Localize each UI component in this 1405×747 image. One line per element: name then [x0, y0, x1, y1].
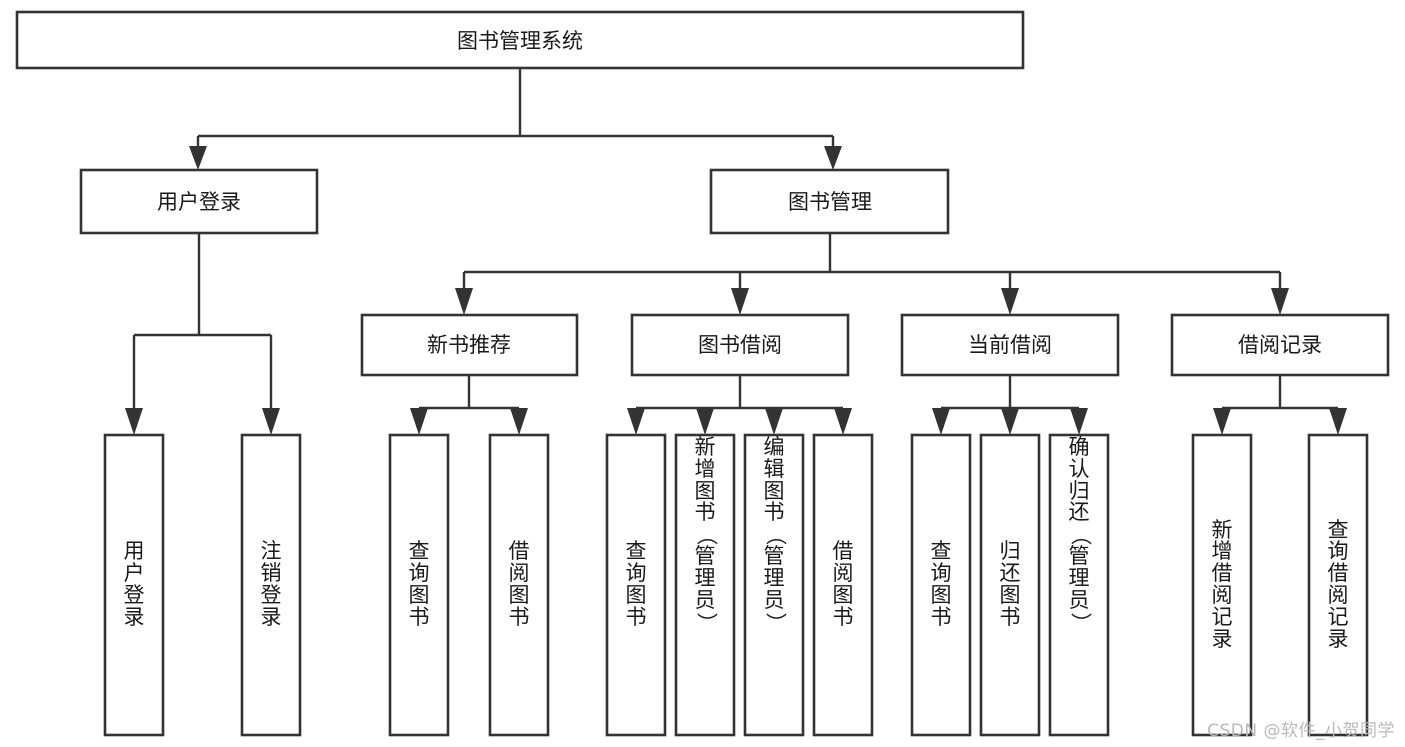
arrow-head-leaf-query-book-2 — [627, 408, 645, 435]
leaf-query-record-box[interactable] — [1307, 433, 1369, 737]
connectors-root-to-level2 — [189, 68, 842, 170]
leaf-query-book-3-box[interactable] — [910, 433, 972, 737]
current-borrow-label: 当前借阅 — [968, 333, 1052, 357]
leaf-logout-login-box[interactable] — [240, 433, 302, 737]
arrow-head-leaf-borrow-book-2 — [834, 408, 852, 435]
leaf-boxes — [103, 433, 1369, 737]
user-login-label: 用户登录 — [157, 190, 241, 214]
leaf-user-login-box[interactable] — [103, 433, 165, 737]
node-root[interactable]: 图书管理系统 — [15, 10, 1025, 70]
arrow-head-leaf-query-book-1 — [410, 408, 428, 435]
node-current-borrow[interactable]: 当前借阅 — [900, 313, 1120, 377]
connectors-borrow-record-to-leaves — [1213, 375, 1347, 435]
leaf-add-book-box[interactable] — [674, 433, 736, 737]
connectors-new-book-to-leaves — [410, 375, 528, 435]
leaf-borrow-book-1-box[interactable] — [488, 433, 550, 737]
user-login-box[interactable] — [79, 168, 319, 235]
arrow-head-leaf-add-record — [1213, 408, 1231, 435]
connectors-book-borrow-to-leaves — [627, 375, 852, 435]
node-new-book-recommend[interactable]: 新书推荐 — [360, 313, 579, 377]
arrow-head-borrow-record — [1271, 288, 1289, 315]
node-borrow-record[interactable]: 借阅记录 — [1170, 313, 1390, 377]
arrow-head-leaf-query-record — [1329, 408, 1347, 435]
arrow-head-user-login — [189, 146, 207, 170]
book-manage-box[interactable] — [709, 168, 950, 235]
arrow-head-book-manage — [824, 146, 842, 170]
root-box[interactable] — [15, 10, 1025, 70]
new-book-recommend-label: 新书推荐 — [427, 333, 511, 357]
arrow-head-leaf-query-book-3 — [932, 408, 950, 435]
csdn-watermark: CSDN @软件_小贺同学 — [1207, 721, 1395, 741]
node-user-login[interactable]: 用户登录 — [79, 168, 319, 235]
node-book-manage[interactable]: 图书管理 — [709, 168, 950, 235]
leaf-borrow-book-2-box[interactable] — [812, 433, 874, 737]
leaf-query-book-1-box[interactable] — [388, 433, 450, 737]
leaf-query-book-2-box[interactable] — [605, 433, 667, 737]
root-label: 图书管理系统 — [457, 29, 583, 53]
arrow-head-leaf-edit-book — [765, 408, 783, 435]
arrow-head-current-borrow — [1001, 288, 1019, 315]
arrow-head-leaf-logout-login — [262, 408, 280, 435]
arrow-head-leaf-add-book — [696, 408, 714, 435]
arrow-head-leaf-confirm-return — [1070, 408, 1088, 435]
borrow-record-label: 借阅记录 — [1238, 333, 1322, 357]
book-borrow-label: 图书借阅 — [698, 333, 782, 357]
arrow-head-new-book-recommend — [455, 288, 473, 315]
current-borrow-box[interactable] — [900, 313, 1120, 377]
book-borrow-box[interactable] — [630, 313, 850, 377]
leaf-add-record-box[interactable] — [1191, 433, 1253, 737]
arrow-head-book-borrow — [731, 288, 749, 315]
arrow-head-leaf-borrow-book-1 — [510, 408, 528, 435]
leaf-edit-book-box[interactable] — [743, 433, 805, 737]
new-book-recommend-box[interactable] — [360, 313, 579, 377]
leaf-return-book-box[interactable] — [979, 433, 1041, 737]
connectors-user-login-to-leaves — [125, 233, 280, 435]
borrow-record-box[interactable] — [1170, 313, 1390, 377]
connectors-book-manage-to-level3 — [455, 233, 1289, 315]
book-manage-label: 图书管理 — [788, 190, 872, 214]
leaf-confirm-return-box[interactable] — [1048, 433, 1110, 737]
node-book-borrow[interactable]: 图书借阅 — [630, 313, 850, 377]
arrow-head-leaf-user-login — [125, 408, 143, 435]
arrow-head-leaf-return-book — [1001, 408, 1019, 435]
connectors-current-borrow-to-leaves — [932, 375, 1088, 435]
